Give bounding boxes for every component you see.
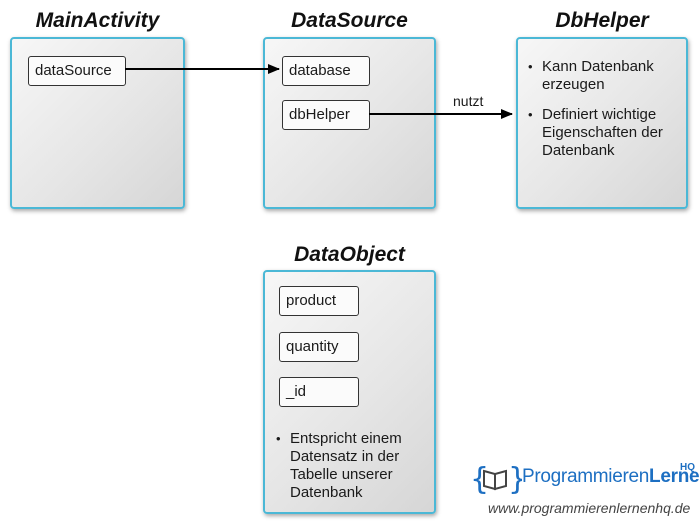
main-activity-title: MainActivity — [35, 9, 160, 32]
quantity-field[interactable]: quantity — [279, 332, 359, 362]
datasource-field[interactable]: dataSource — [28, 56, 126, 86]
website-url: www.programmierenlernenhq.de — [488, 500, 691, 516]
logo-brace-left: { — [470, 462, 489, 496]
data-object-title: DataObject — [294, 243, 405, 266]
uses-edge-label: nutzt — [453, 93, 484, 109]
product-field[interactable]: product — [279, 286, 359, 316]
programmieren-lernen-logo: { } ProgrammierenLernen HQ — [470, 462, 699, 501]
data-object-bullet-list: Entspricht einem Datensatz in der Tabell… — [276, 430, 426, 514]
db-helper-bullet: Kann Datenbank erzeugen — [528, 58, 683, 94]
db-helper-bullet: Definiert wichtige Eigenschaften der Dat… — [528, 106, 683, 160]
db-helper-title: DbHelper — [555, 9, 649, 32]
id-field[interactable]: _id — [279, 377, 359, 407]
database-field[interactable]: database — [282, 56, 370, 86]
data-source-box: database dbHelper — [263, 37, 436, 209]
logo-brace-right: } — [508, 462, 522, 496]
data-object-bullet: Entspricht einem Datensatz in der Tabell… — [276, 430, 426, 502]
dbhelper-field[interactable]: dbHelper — [282, 100, 370, 130]
db-helper-box: Kann Datenbank erzeugen Definiert wichti… — [516, 37, 688, 209]
main-activity-box: dataSource — [10, 37, 185, 209]
book-icon: { } — [470, 462, 527, 497]
db-helper-bullet-list: Kann Datenbank erzeugen Definiert wichti… — [528, 58, 683, 172]
logo-hq: HQ — [680, 462, 695, 473]
logo-wordmark: ProgrammierenLernen — [522, 466, 699, 488]
logo-name-part2: Lernen — [649, 466, 699, 487]
data-source-title: DataSource — [291, 9, 408, 32]
data-object-box: product quantity _id Entspricht einem Da… — [263, 270, 436, 514]
logo-name-part1: Programmieren — [522, 466, 650, 487]
